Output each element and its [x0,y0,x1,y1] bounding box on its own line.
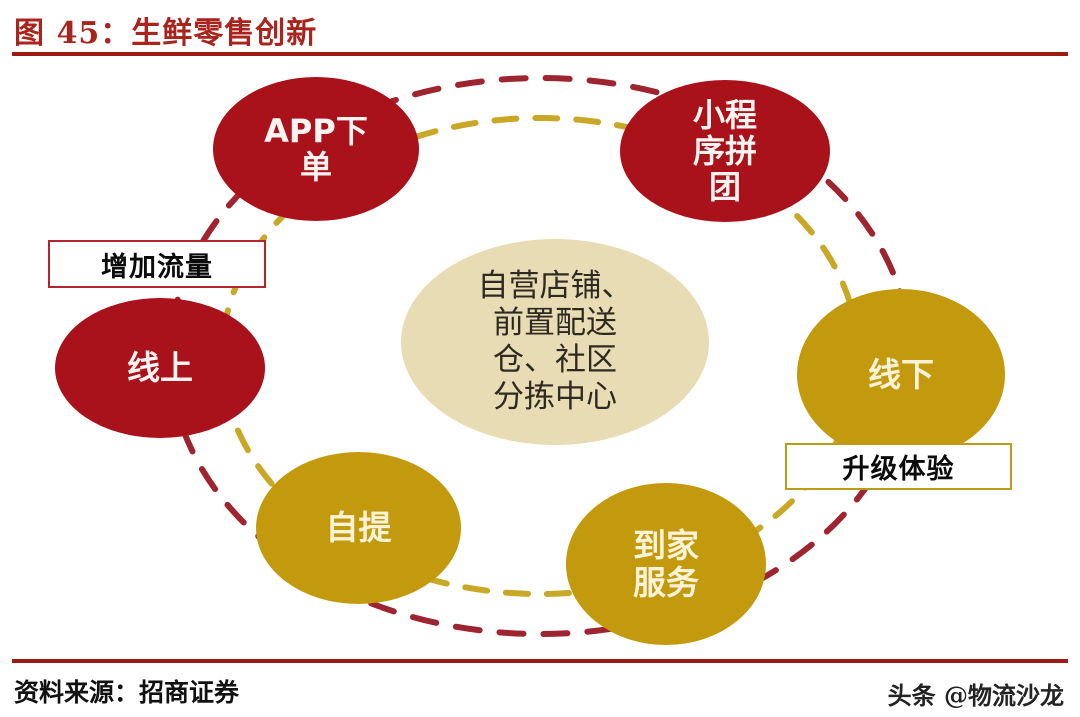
center-node-core-assets: 自营店铺、 前置配送 仓、社区 分拣中心 [401,239,709,445]
center-node-label: 自营店铺、 前置配送 仓、社区 分拣中心 [477,267,633,416]
node-offline[interactable]: 线下 [797,289,1005,460]
node-online[interactable]: 线上 [55,298,265,438]
node-app-order-label: APP下 单 [264,111,368,186]
node-app-order[interactable]: APP下 单 [213,77,419,221]
node-offline-label: 线下 [868,354,934,394]
title-divider [12,52,1068,56]
source-note: 资料来源：招商证券 [14,678,240,707]
cycle-diagram: 自营店铺、 前置配送 仓、社区 分拣中心 APP下 单 小程 序拼 团 线上 线… [0,56,1080,656]
footer-divider [12,659,1068,663]
node-self-pickup-label: 自提 [325,508,392,548]
node-miniprogram-groupbuy[interactable]: 小程 序拼 团 [620,80,830,222]
watermark: 头条 @物流沙龙 [887,681,1064,710]
node-self-pickup[interactable]: 自提 [256,452,461,604]
node-miniprogram-groupbuy-label: 小程 序拼 团 [692,95,757,207]
node-online-label: 线上 [127,348,193,388]
page-title: 图 45：生鲜零售创新 [14,16,318,51]
node-home-delivery-label: 到家 服务 [633,525,699,602]
callout-increase-traffic: 增加流量 [48,240,266,288]
node-home-delivery[interactable]: 到家 服务 [566,483,766,645]
callout-upgrade-experience: 升级体验 [785,443,1012,490]
